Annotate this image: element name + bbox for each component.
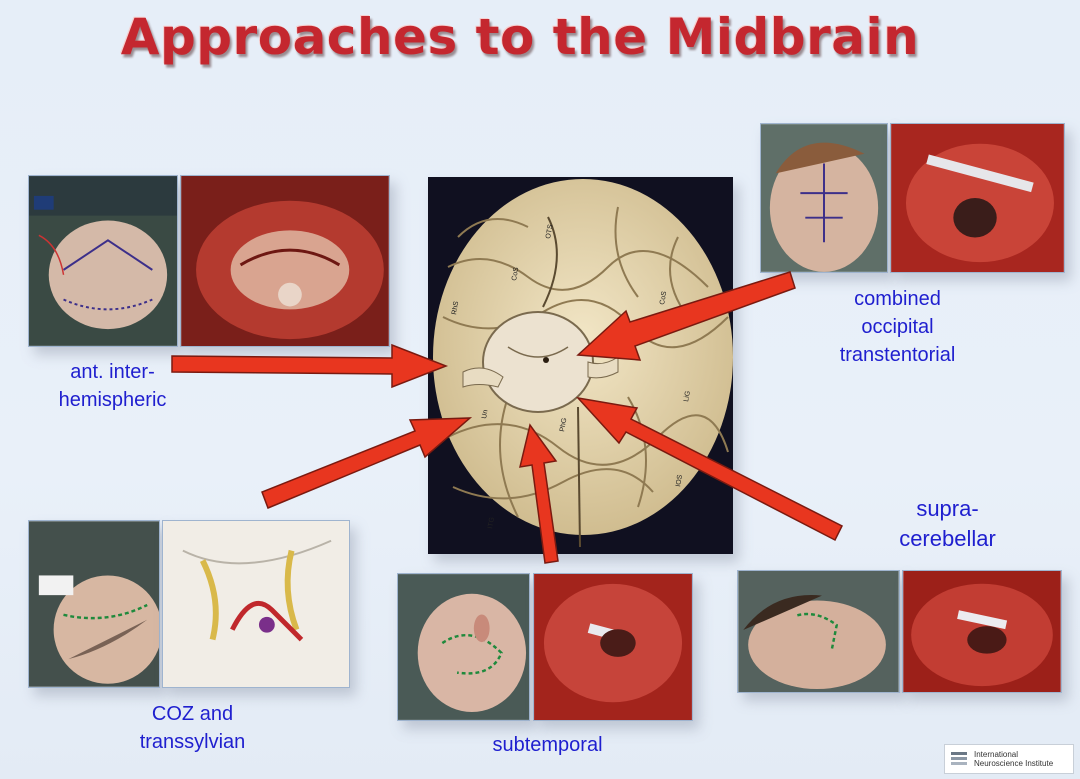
interhemispheric-surgical-photo: [180, 175, 390, 347]
label-subtemporal-line1: subtemporal: [492, 734, 603, 756]
occipital-patient-photo: [760, 123, 888, 273]
brain-label-phg: PhG: [559, 417, 568, 432]
subtemporal-surgical-photo: [533, 573, 693, 721]
supracerebellar-surgical-photo: [902, 570, 1062, 693]
label-interhemispheric-line2: hemispheric: [58, 389, 167, 411]
brain-label-cos-left: CoS: [511, 266, 520, 281]
label-coz-line1: COZ and: [151, 703, 234, 725]
label-supracerebellar-line1: supra-: [916, 496, 979, 521]
institute-logo-icon: [951, 752, 967, 765]
label-supracerebellar-line2: cerebellar: [899, 526, 996, 551]
subtemporal-patient-photo: [397, 573, 530, 721]
page-title: Approaches to the Midbrain: [120, 8, 920, 66]
brain-label-un: Un: [481, 409, 489, 419]
label-supracerebellar: supra- cerebellar: [880, 494, 1015, 554]
brain-label-rhs: RhS: [451, 300, 460, 315]
label-coz-line2: transsylvian: [139, 731, 246, 753]
brain-label-lig: LiG: [683, 390, 692, 402]
label-occipital-line2: occipital: [861, 316, 934, 338]
label-occipital-line1: combined: [854, 288, 941, 310]
logo-line2: Neuroscience Institute: [974, 759, 1054, 768]
label-interhemispheric: ant. inter- hemispheric: [20, 358, 205, 414]
interhemispheric-patient-photo: [28, 175, 178, 347]
brain-label-itg: ITG: [487, 517, 496, 530]
supracerebellar-patient-photo: [737, 570, 900, 693]
institute-logo: International Neuroscience Institute: [944, 744, 1074, 774]
coz-patient-photo: [28, 520, 160, 688]
coz-anatomical-drawing: [162, 520, 350, 688]
label-subtemporal: subtemporal: [460, 731, 635, 759]
brain-basal-view-image: OTS CoS RhS CoS LiG PhG Un ITG IOS: [428, 177, 733, 554]
label-occipital-line3: transtentorial: [839, 344, 956, 366]
occipital-surgical-photo: [890, 123, 1065, 273]
label-coz: COZ and transsylvian: [105, 700, 280, 756]
logo-line1: International: [974, 750, 1019, 759]
arrow-interhemispheric: [171, 343, 449, 389]
institute-logo-text: International Neuroscience Institute: [974, 750, 1053, 768]
label-interhemispheric-line1: ant. inter-: [70, 361, 155, 383]
brain-label-ots: OTS: [545, 224, 554, 240]
label-occipital: combined occipital transtentorial: [810, 285, 985, 369]
